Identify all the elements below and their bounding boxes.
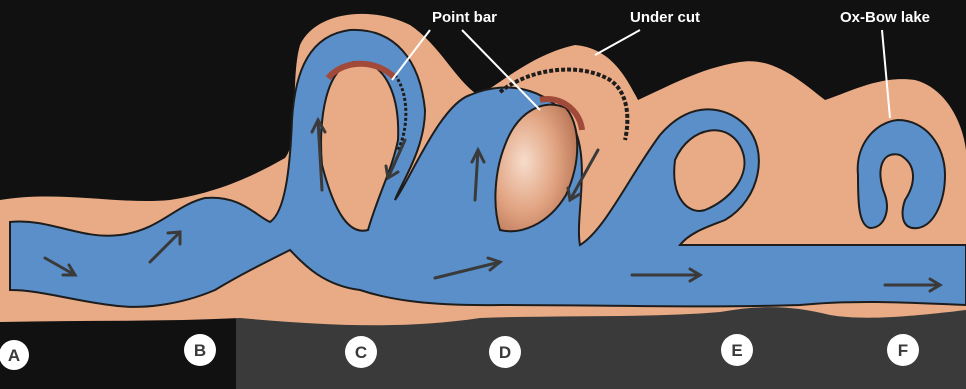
stage-marker-a: A — [0, 340, 29, 370]
point-bar-label: Point bar — [432, 9, 497, 26]
stage-letter-f: F — [898, 341, 908, 360]
oxbow-lake-label: Ox-Bow lake — [840, 9, 930, 26]
stage-letter-e: E — [731, 341, 742, 360]
stage-letter-c: C — [355, 343, 367, 362]
stage-marker-c: C — [345, 336, 377, 368]
stage-letter-a: A — [8, 346, 20, 365]
stage-marker-b: B — [184, 334, 216, 366]
stage-letter-d: D — [499, 343, 511, 362]
stage-marker-d: D — [489, 336, 521, 368]
stage-marker-f: F — [887, 334, 919, 366]
stage-letter-b: B — [194, 341, 206, 360]
stage-marker-e: E — [721, 334, 753, 366]
under-cut-label: Under cut — [630, 9, 700, 26]
